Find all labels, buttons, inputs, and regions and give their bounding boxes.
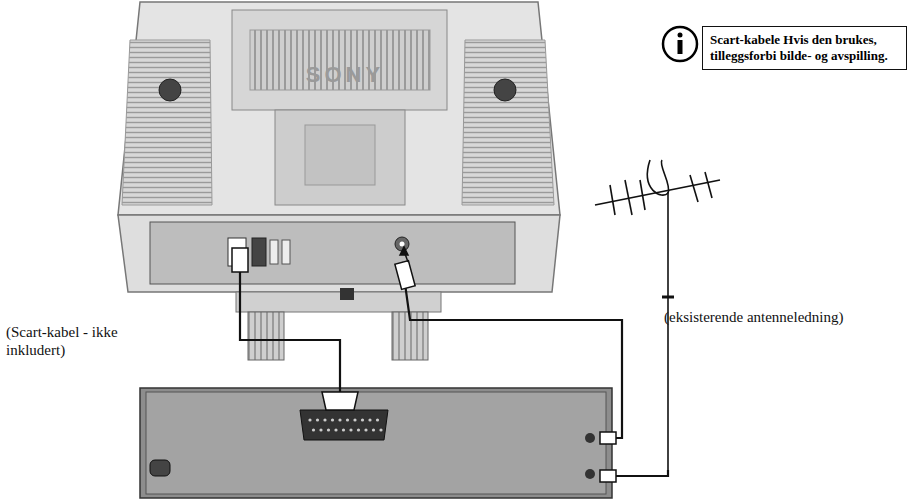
note-text: Scart-kabele Hvis den brukes, tilleggsfo… xyxy=(710,32,899,64)
cable-label: (Scart-kabel - ikke inkludert) xyxy=(6,323,176,359)
info-icon xyxy=(663,27,697,61)
tv-back xyxy=(118,2,560,360)
cables xyxy=(240,262,668,476)
vcr-back xyxy=(140,388,612,498)
cable-label: (eksisterende antenneledning) xyxy=(664,308,844,326)
plugs xyxy=(232,247,616,482)
brand-name: SONY xyxy=(300,62,390,87)
info-note: Scart-kabele Hvis den brukes, tilleggsfo… xyxy=(702,26,907,70)
